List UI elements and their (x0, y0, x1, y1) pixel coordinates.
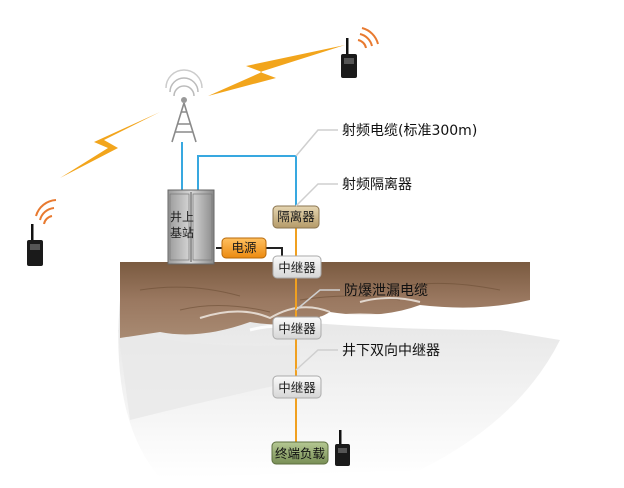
lightning-bolt-icon (208, 45, 345, 96)
rf-cable-lines (181, 142, 297, 206)
rf-isolator-label: 射频隔离器 (342, 176, 412, 193)
repeater-box: 中继器 (272, 316, 322, 340)
repeater-label: 中继器 (278, 380, 316, 395)
isolator-label: 隔离器 (277, 209, 315, 224)
power-label: 电源 (231, 240, 257, 255)
base-station-cabinet: 井上 基站 (167, 189, 215, 265)
power-box: 电源 (221, 237, 267, 259)
isolator-box: 隔离器 (272, 205, 320, 229)
underground-cave (118, 300, 560, 478)
radio-tower-icon (165, 69, 203, 143)
terminal-load-label: 终端负载 (275, 446, 326, 461)
rf-cable-label: 射频电缆(标准300m) (342, 123, 477, 139)
base-station-label-2: 基站 (170, 226, 194, 240)
repeater-label: 中继器 (278, 321, 316, 336)
lightning-bolt-icon (60, 112, 160, 178)
repeater-label: 中继器 (278, 260, 316, 275)
walkie-talkie-icon (335, 430, 350, 466)
walkie-talkie-icon (27, 199, 57, 266)
leaky-cable-label: 防爆泄漏电缆 (344, 283, 428, 299)
repeater-box: 中继器 (272, 255, 322, 279)
label-leaders (295, 129, 340, 371)
base-station-label-1: 井上 (170, 210, 194, 224)
power-wires (216, 247, 283, 258)
walkie-talkie-icon (341, 27, 379, 78)
repeater-box: 中继器 (272, 375, 322, 399)
underground-repeater-label: 井下双向中继器 (342, 343, 440, 359)
terminal-load-box: 终端负载 (271, 441, 329, 465)
